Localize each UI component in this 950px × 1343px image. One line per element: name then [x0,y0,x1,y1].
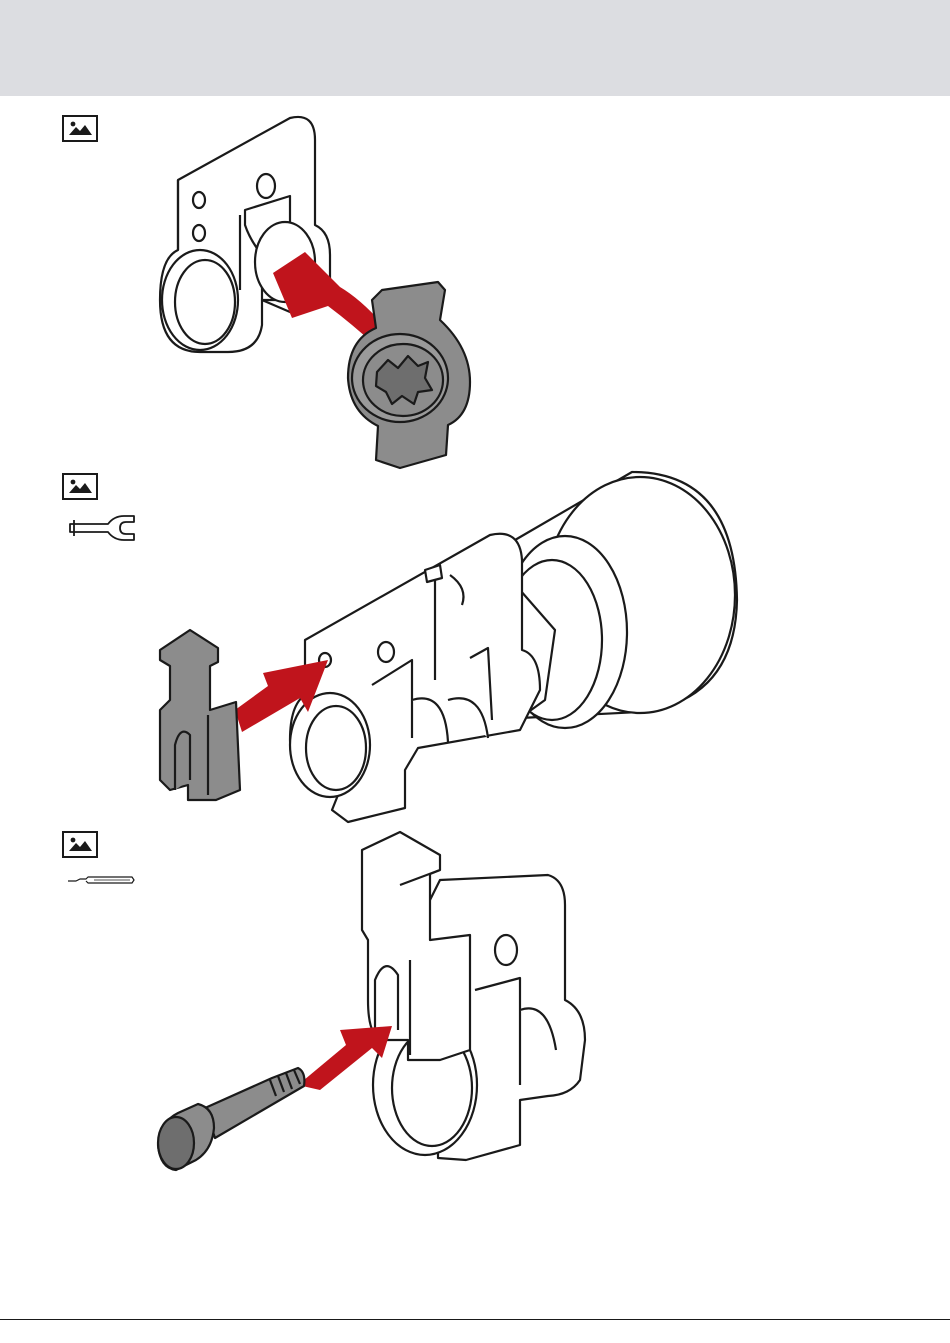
clip-part [160,630,240,800]
header-band [0,0,950,96]
cylinder-housing [160,117,330,352]
footer-rule [0,1319,950,1320]
image-icon [62,831,98,858]
step-1-illustration [150,110,490,475]
clip-part [362,832,470,1060]
step-3-illustration [150,825,600,1190]
cylinder-body [290,534,540,822]
image-icon [62,473,98,500]
step-2-illustration [150,465,750,830]
fork-wrench-icon [66,512,136,544]
image-icon [62,115,98,142]
screwdriver-icon [66,872,136,888]
screw-part [158,1068,304,1170]
